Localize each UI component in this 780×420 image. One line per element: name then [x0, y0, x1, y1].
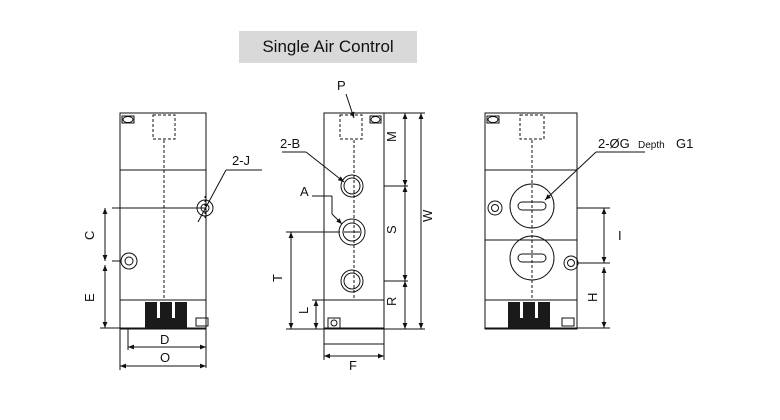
label-w: W: [420, 209, 435, 222]
label-l: L: [296, 307, 311, 314]
label-t: T: [270, 274, 285, 282]
label-h: H: [585, 293, 600, 302]
left-view: [100, 112, 262, 370]
label-g1: G1: [676, 136, 693, 151]
right-hole-right: [563, 255, 579, 271]
right-fitting-block: [508, 302, 550, 328]
label-2-j: 2-J: [232, 153, 250, 168]
right-view: [484, 112, 645, 330]
middle-view: [282, 93, 425, 360]
label-c: C: [82, 231, 97, 240]
label-2-b: 2-B: [280, 136, 300, 151]
label-2-g: 2-ØG: [598, 136, 630, 151]
right-port-lower: [509, 235, 555, 281]
label-depth: Depth: [638, 140, 665, 151]
diagram-title: Single Air Control: [239, 31, 417, 63]
label-d: D: [160, 332, 169, 347]
right-hole-left: [487, 200, 503, 216]
right-body-outline: [484, 112, 578, 330]
left-body-outline: [119, 112, 207, 330]
label-m: M: [384, 131, 399, 142]
label-a: A: [300, 184, 309, 199]
label-p: P: [337, 78, 346, 93]
right-port-upper: [509, 183, 555, 229]
label-e: E: [82, 293, 97, 302]
left-fitting-block: [145, 302, 187, 328]
port-b-upper: [340, 174, 364, 198]
left-mount-hole: [120, 252, 138, 270]
label-i: I: [618, 228, 622, 243]
label-o: O: [160, 350, 170, 365]
label-s: S: [384, 225, 399, 234]
port-b-lower: [340, 269, 364, 293]
label-f: F: [349, 358, 357, 373]
label-r: R: [384, 297, 399, 306]
